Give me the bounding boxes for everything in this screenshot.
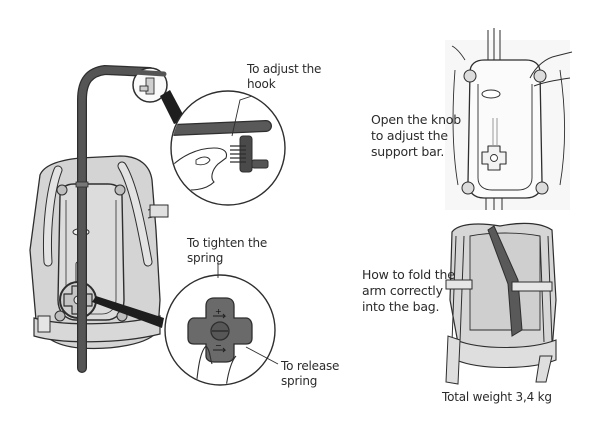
callout-fold-arm: How to fold the arm correctly into the b…	[362, 267, 455, 315]
callout-open-knob-line-3: support bar.	[371, 144, 445, 159]
callout-tighten-spring: To tighten the spring	[187, 236, 267, 266]
hand-knob	[195, 345, 237, 384]
callout-tighten-spring-line-2: spring	[187, 251, 224, 265]
callout-adjust-hook-line-1: To adjust the	[247, 62, 322, 76]
zoom-connector-hook	[160, 90, 186, 124]
plate-outline	[467, 59, 543, 199]
knob-plus-mark: +	[215, 307, 222, 316]
total-weight-caption: Total weight 3,4 kg	[442, 390, 552, 404]
callout-release-spring-line-2: spring	[281, 374, 318, 388]
callout-fold-arm-line-2: arm correctly	[362, 283, 443, 298]
callout-fold-arm-line-3: into the bag.	[362, 299, 440, 314]
plate-screws	[54, 184, 128, 322]
plate-closeup	[445, 28, 573, 210]
callout-open-knob-line-1: Open the knob	[371, 112, 461, 127]
knob-detail	[164, 262, 279, 386]
callout-open-knob: Open the knob to adjust the support bar.	[371, 112, 461, 160]
hook-detail	[170, 90, 286, 206]
hand-plate	[529, 51, 573, 87]
callout-tighten-spring-line-1: To tighten the	[187, 236, 268, 250]
callout-adjust-hook: To adjust the hook	[247, 62, 321, 92]
callout-open-knob-line-2: to adjust the	[371, 128, 448, 143]
callout-release-spring-line-1: To release	[281, 359, 340, 373]
callout-release-spring: To release spring	[281, 359, 339, 389]
callout-fold-arm-line-1: How to fold the	[362, 267, 455, 282]
folded-arm	[487, 225, 523, 337]
callout-adjust-hook-line-2: hook	[247, 77, 276, 91]
vest-with-support-arm	[29, 64, 186, 373]
zoom-connector-knob	[92, 296, 164, 328]
hand-hook	[172, 147, 228, 191]
waist-belt	[33, 315, 161, 343]
folded-vest	[445, 222, 557, 385]
knob-minus-mark: −	[215, 341, 222, 350]
